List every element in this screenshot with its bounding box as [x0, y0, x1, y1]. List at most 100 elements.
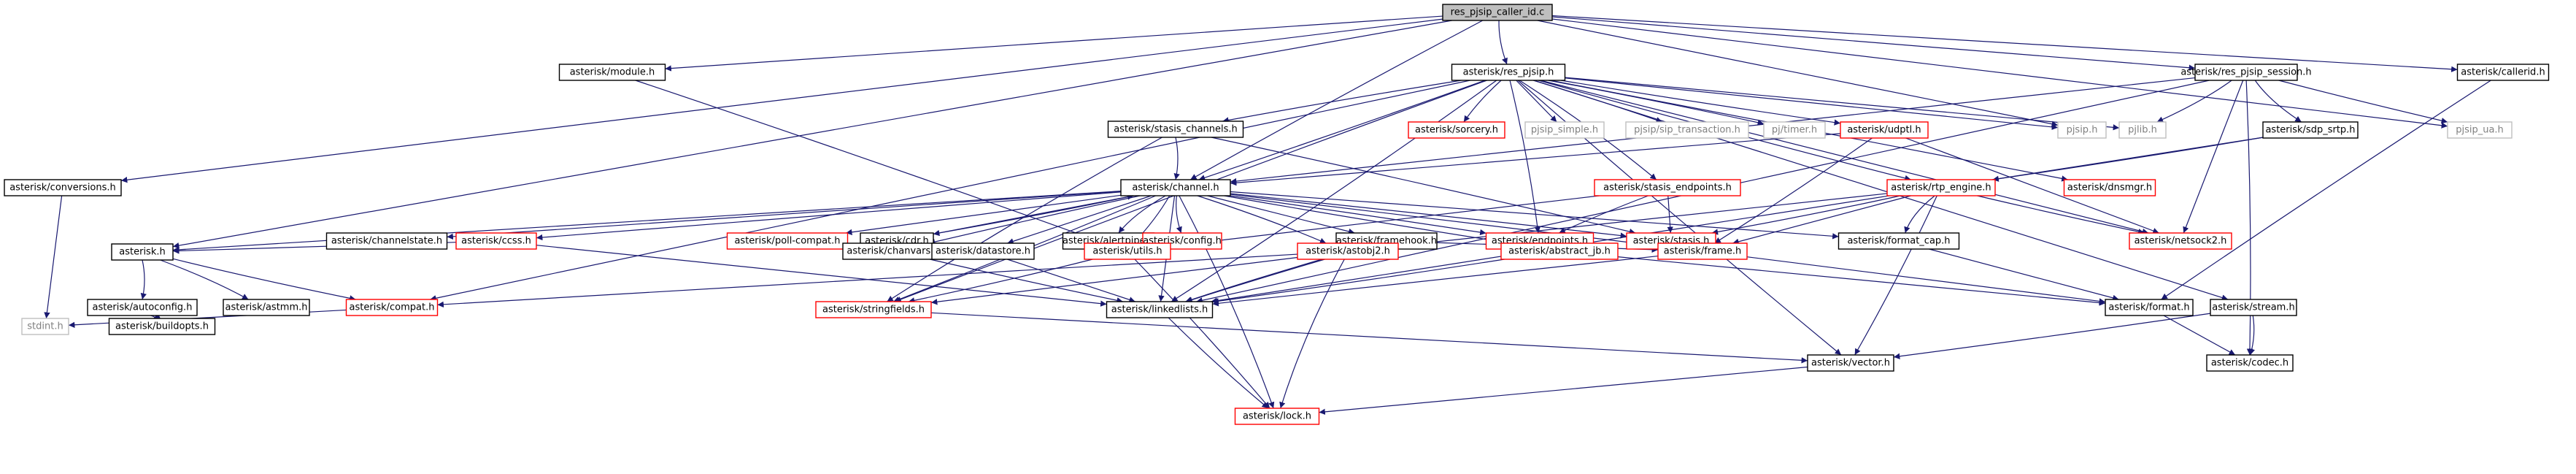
- node-label: asterisk/format.h: [2108, 302, 2189, 313]
- edge-channel-to-channelstate: [447, 191, 1122, 240]
- node-box: [2194, 64, 2298, 81]
- node-label: asterisk/autoconfig.h: [93, 302, 193, 313]
- node-udptl[interactable]: asterisk/udptl.h: [1840, 121, 1929, 139]
- node-box: [1408, 121, 1505, 139]
- node-label: asterisk/abstract_jb.h: [1508, 246, 1611, 257]
- node-compat[interactable]: asterisk/compat.h: [345, 299, 439, 316]
- edge-channel-to-chanvars: [928, 195, 1141, 245]
- node-format-cap[interactable]: asterisk/format_cap.h: [1837, 232, 1960, 250]
- node-astmm[interactable]: asterisk/astmm.h: [223, 299, 310, 316]
- node-pjsip-simple: pjsip_simple.h: [1524, 121, 1605, 139]
- node-netsock2[interactable]: asterisk/netsock2.h: [2129, 232, 2232, 250]
- node-stasis-channels[interactable]: asterisk/stasis_channels.h: [1107, 121, 1244, 138]
- node-asterisk-h[interactable]: asterisk.h: [111, 243, 174, 261]
- edge-asterisk_h-to-autoconfig: [140, 259, 147, 300]
- node-ccss[interactable]: asterisk/ccss.h: [455, 232, 537, 250]
- node-box: [1807, 354, 1894, 372]
- node-dnsmgr[interactable]: asterisk/dnsmgr.h: [2063, 179, 2156, 196]
- node-frame[interactable]: asterisk/frame.h: [1657, 242, 1748, 260]
- edge-stasis_endpoints-to-stasis: [1667, 195, 1673, 234]
- edge-res_pjsip-to-sorcery: [1463, 80, 1502, 123]
- node-label: asterisk/poll-compat.h: [734, 236, 840, 247]
- node-box: [2447, 121, 2513, 139]
- node-label: pjsip/sip_transaction.h: [1634, 125, 1740, 136]
- edge-root-to-pjsip: [1537, 20, 2059, 127]
- node-box: [1451, 64, 1566, 81]
- edge-callerid-to-format: [2161, 80, 2491, 300]
- node-channel[interactable]: asterisk/channel.h: [1120, 179, 1231, 196]
- node-chanvars[interactable]: asterisk/chanvars.h: [842, 242, 944, 260]
- edge-datastore-to-linkedlists: [1007, 259, 1135, 303]
- node-res-pjsip-session[interactable]: asterisk/res_pjsip_session.h: [2180, 64, 2312, 81]
- node-poll-compat[interactable]: asterisk/poll-compat.h: [726, 232, 849, 250]
- node-box: [558, 64, 666, 81]
- node-stasis-endpoints[interactable]: asterisk/stasis_endpoints.h: [1594, 179, 1741, 196]
- node-box: [1084, 242, 1171, 260]
- edge-channel-to-poll_compat: [846, 194, 1122, 236]
- node-stringfields[interactable]: asterisk/stringfields.h: [815, 301, 932, 318]
- edge-astobj2-to-stringfields: [930, 256, 1298, 305]
- node-box: [325, 232, 448, 250]
- node-res-pjsip[interactable]: asterisk/res_pjsip.h: [1451, 64, 1566, 81]
- node-callerid[interactable]: asterisk/callerid.h: [2456, 64, 2550, 81]
- node-pjlib: pjlib.h: [2118, 121, 2167, 139]
- node-codec[interactable]: asterisk/codec.h: [2206, 354, 2294, 372]
- node-astobj2[interactable]: asterisk/astobj2.h: [1297, 242, 1399, 260]
- node-box: [345, 299, 439, 316]
- node-module[interactable]: asterisk/module.h: [558, 64, 666, 81]
- edge-astobj2-to-linkedlists: [1185, 259, 1322, 303]
- edge-rtp_engine-to-format_cap: [1904, 195, 1935, 234]
- node-label: asterisk/format_cap.h: [1847, 236, 1950, 247]
- edge-res_pjsip-to-compat: [430, 80, 1470, 302]
- node-linkedlists[interactable]: asterisk/linkedlists.h: [1106, 301, 1214, 318]
- node-pjsip-ua: pjsip_ua.h: [2447, 121, 2513, 139]
- node-box: [726, 232, 849, 250]
- node-vector[interactable]: asterisk/vector.h: [1807, 354, 1894, 372]
- node-rtp-engine[interactable]: asterisk/rtp_engine.h: [1886, 179, 1996, 196]
- node-sdp-srtp[interactable]: asterisk/sdp_srtp.h: [2262, 121, 2359, 139]
- edge-res_pjsip-to-vector: [1517, 80, 1842, 356]
- node-lock[interactable]: asterisk/lock.h: [1234, 408, 1320, 425]
- node-channelstate[interactable]: asterisk/channelstate.h: [325, 232, 448, 250]
- edge-asterisk_h-to-astmm: [160, 259, 249, 300]
- node-label: stdint.h: [27, 321, 63, 332]
- edge-format_cap-to-format: [1929, 248, 2119, 301]
- node-label: asterisk/stasis_channels.h: [1114, 124, 1238, 135]
- node-datastore[interactable]: asterisk/datastore.h: [931, 242, 1035, 260]
- edge-root-to-module: [665, 15, 1443, 72]
- node-utils[interactable]: asterisk/utils.h: [1084, 242, 1171, 260]
- node-label: asterisk.h: [119, 247, 165, 258]
- node-root[interactable]: res_pjsip_caller_id.c: [1442, 4, 1553, 21]
- node-box: [1837, 232, 1960, 250]
- edge-rtp_engine-to-frame: [1732, 195, 1911, 245]
- node-box: [2118, 121, 2167, 139]
- edge-stream-to-codec: [2249, 315, 2256, 356]
- edge-abstract_jb-to-format: [1617, 256, 2106, 306]
- node-autoconfig[interactable]: asterisk/autoconfig.h: [87, 299, 198, 316]
- node-box: [815, 301, 932, 318]
- node-box: [1107, 121, 1244, 138]
- edge-channel-to-asterisk_h: [172, 191, 1122, 253]
- edge-channel-to-format_cap: [1230, 191, 1839, 240]
- node-sorcery[interactable]: asterisk/sorcery.h: [1408, 121, 1505, 139]
- node-stream[interactable]: asterisk/stream.h: [2210, 299, 2297, 316]
- node-conversions[interactable]: asterisk/conversions.h: [4, 179, 122, 196]
- node-label: asterisk/sdp_srtp.h: [2265, 125, 2355, 136]
- node-format[interactable]: asterisk/format.h: [2105, 299, 2194, 316]
- node-box: [1106, 301, 1214, 318]
- node-box: [1234, 408, 1320, 425]
- edge-root-to-callerid: [1551, 15, 2458, 72]
- node-box: [1594, 179, 1741, 196]
- node-label: asterisk/frame.h: [1664, 246, 1741, 257]
- edge-frame-to-format: [1746, 256, 2106, 305]
- edge-abstract_jb-to-linkedlists: [1212, 259, 1505, 305]
- node-abstract-jb[interactable]: asterisk/abstract_jb.h: [1500, 242, 1619, 260]
- node-label: asterisk/vector.h: [1811, 358, 1890, 369]
- node-box: [108, 318, 216, 335]
- node-buildopts[interactable]: asterisk/buildopts.h: [108, 318, 216, 335]
- node-label: asterisk/lock.h: [1243, 411, 1311, 422]
- node-label: asterisk/sorcery.h: [1415, 125, 1498, 136]
- edge-channel-to-endpoints: [1230, 195, 1486, 236]
- node-label: asterisk/udptl.h: [1847, 125, 1921, 136]
- node-pjsip-sip-transaction: pjsip/sip_transaction.h: [1625, 121, 1749, 139]
